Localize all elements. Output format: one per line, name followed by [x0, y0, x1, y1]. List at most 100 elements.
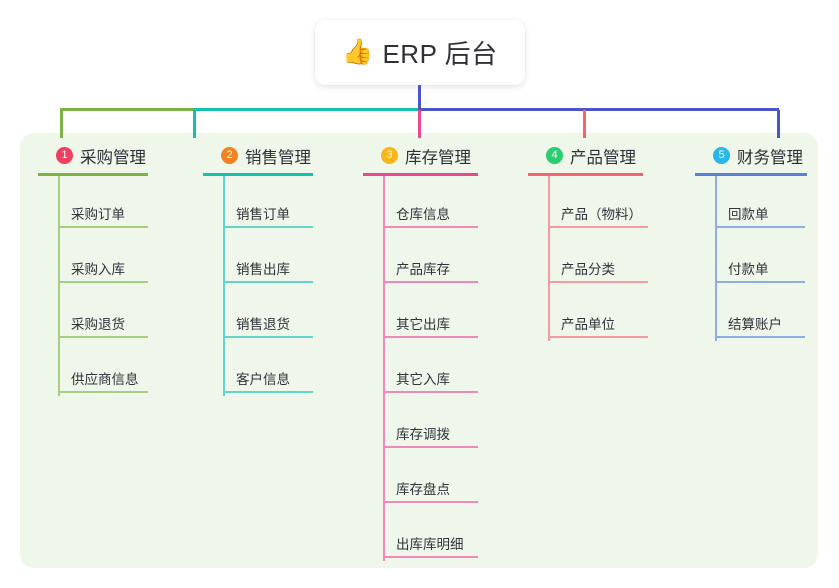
leaf-item[interactable]: 产品库存	[363, 231, 478, 286]
leaf-item[interactable]: 回款单	[695, 176, 807, 231]
column-items: 销售订单销售出库销售退货客户信息	[203, 176, 313, 396]
leaf-item[interactable]: 采购退货	[38, 286, 148, 341]
leaf-item-label: 库存调拨	[396, 427, 450, 442]
thumbs-up-icon: 👍	[342, 38, 374, 66]
leaf-item-rule	[383, 391, 478, 393]
column-采购管理: 1 采购管理采购订单采购入库采购退货供应商信息	[38, 143, 148, 396]
column-underline	[203, 173, 313, 176]
leaf-item[interactable]: 仓库信息	[363, 176, 478, 231]
leaf-item-rule	[223, 226, 313, 228]
column-header-财务管理[interactable]: 5 财务管理	[695, 143, 807, 168]
bus-teal	[193, 108, 420, 111]
leaf-item-label: 采购退货	[71, 317, 125, 332]
leaf-item-rule	[715, 281, 805, 283]
column-title-label: 财务管理	[737, 148, 803, 167]
leaf-item-label: 库存盘点	[396, 482, 450, 497]
connector-trunk	[418, 85, 421, 110]
leaf-item-rule	[58, 336, 148, 338]
column-title-label: 采购管理	[80, 148, 146, 167]
leaf-item-label: 出库库明细	[396, 537, 464, 552]
column-badge-4: 4	[546, 147, 563, 164]
leaf-item-rule	[548, 226, 648, 228]
drop-2	[193, 110, 196, 138]
leaf-item[interactable]: 销售退货	[203, 286, 313, 341]
column-spine	[383, 176, 385, 561]
leaf-item[interactable]: 产品单位	[528, 286, 648, 341]
leaf-item[interactable]: 其它出库	[363, 286, 478, 341]
leaf-item-label: 产品单位	[561, 317, 615, 332]
leaf-item-label: 结算账户	[728, 317, 782, 332]
drop-3	[418, 110, 421, 138]
leaf-item-label: 供应商信息	[71, 372, 139, 387]
column-badge-5: 5	[713, 147, 730, 164]
leaf-item-label: 仓库信息	[396, 207, 450, 222]
drop-4	[583, 110, 586, 138]
leaf-item-rule	[223, 391, 313, 393]
leaf-item-rule	[383, 556, 478, 558]
leaf-item-rule	[383, 446, 478, 448]
column-title-label: 库存管理	[405, 148, 471, 167]
leaf-item[interactable]: 库存盘点	[363, 451, 478, 506]
leaf-item-label: 回款单	[728, 207, 769, 222]
leaf-item-rule	[223, 336, 313, 338]
column-header-采购管理[interactable]: 1 采购管理	[38, 143, 148, 168]
leaf-item[interactable]: 客户信息	[203, 341, 313, 396]
leaf-item-rule	[548, 281, 648, 283]
column-spine	[223, 176, 225, 396]
column-badge-1: 1	[56, 147, 73, 164]
leaf-item[interactable]: 结算账户	[695, 286, 807, 341]
leaf-item[interactable]: 其它入库	[363, 341, 478, 396]
leaf-item[interactable]: 产品分类	[528, 231, 648, 286]
column-header-产品管理[interactable]: 4 产品管理	[528, 143, 643, 168]
leaf-item[interactable]: 采购入库	[38, 231, 148, 286]
column-underline	[695, 173, 807, 176]
drop-5	[777, 110, 780, 138]
leaf-item-label: 销售订单	[236, 207, 290, 222]
column-items: 产品（物料） 产品分类产品单位	[528, 176, 648, 341]
bus-green	[60, 108, 195, 111]
leaf-item-label: 销售退货	[236, 317, 290, 332]
leaf-item[interactable]: 产品（物料）	[528, 176, 648, 231]
leaf-item-rule	[58, 391, 148, 393]
column-items: 采购订单采购入库采购退货供应商信息	[38, 176, 148, 396]
leaf-item-label: 其它出库	[396, 317, 450, 332]
leaf-item[interactable]: 销售订单	[203, 176, 313, 231]
leaf-item-rule	[383, 501, 478, 503]
leaf-item-label: 销售出库	[236, 262, 290, 277]
column-title-label: 产品管理	[570, 148, 636, 167]
leaf-item[interactable]: 供应商信息	[38, 341, 148, 396]
column-spine	[715, 176, 717, 341]
leaf-item-rule	[223, 281, 313, 283]
leaf-item-label: 产品（物料）	[561, 207, 642, 222]
column-title-label: 销售管理	[245, 148, 311, 167]
bus-indigo	[418, 108, 779, 111]
leaf-item[interactable]: 销售出库	[203, 231, 313, 286]
leaf-item[interactable]: 库存调拨	[363, 396, 478, 451]
column-underline	[528, 173, 643, 176]
leaf-item-label: 客户信息	[236, 372, 290, 387]
root-node-erp-backend[interactable]: 👍 ERP 后台	[315, 20, 525, 85]
leaf-item-rule	[715, 226, 805, 228]
column-spine	[58, 176, 60, 396]
leaf-item-label: 其它入库	[396, 372, 450, 387]
leaf-item-label: 产品分类	[561, 262, 615, 277]
leaf-item-rule	[383, 226, 478, 228]
leaf-item-label: 采购入库	[71, 262, 125, 277]
drop-1	[60, 110, 63, 138]
column-items: 仓库信息产品库存其它出库其它入库库存调拨库存盘点出库库明细	[363, 176, 478, 561]
leaf-item[interactable]: 采购订单	[38, 176, 148, 231]
leaf-item[interactable]: 出库库明细	[363, 506, 478, 561]
leaf-item[interactable]: 付款单	[695, 231, 807, 286]
column-产品管理: 4 产品管理产品（物料） 产品分类产品单位	[528, 143, 648, 341]
column-spine	[548, 176, 550, 341]
column-underline	[363, 173, 478, 176]
leaf-item-rule	[58, 226, 148, 228]
leaf-item-label: 产品库存	[396, 262, 450, 277]
root-node-label: ERP 后台	[382, 39, 498, 69]
column-underline	[38, 173, 148, 176]
leaf-item-rule	[715, 336, 805, 338]
